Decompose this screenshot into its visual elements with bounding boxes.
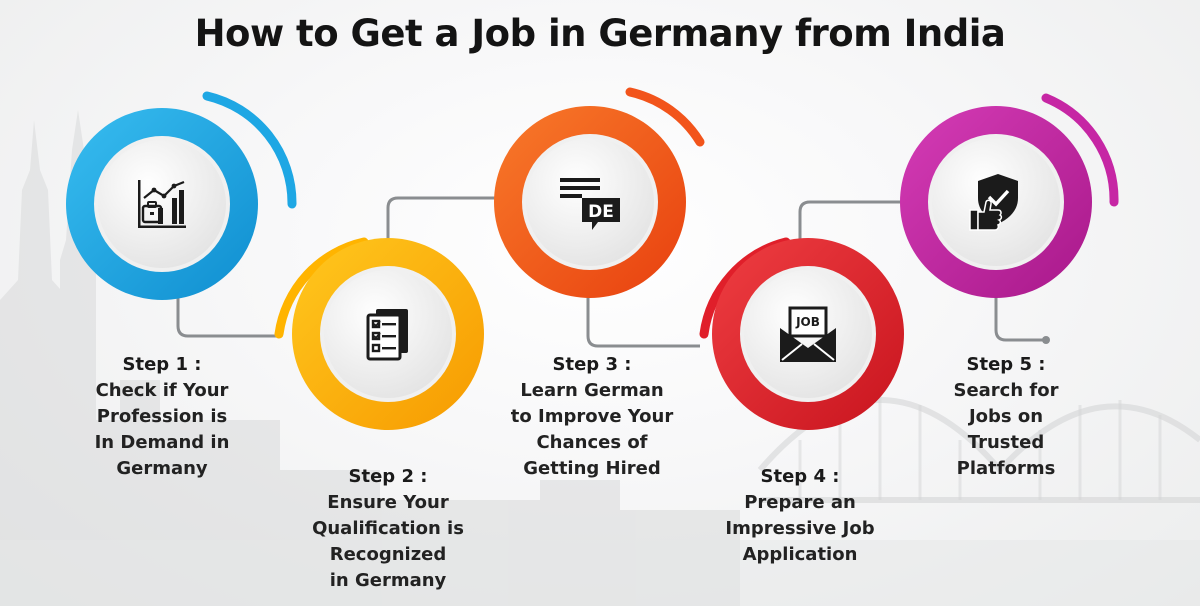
step-5-circle bbox=[896, 82, 1136, 322]
checklist-document-icon bbox=[338, 284, 438, 384]
connector-step4-5 bbox=[798, 200, 912, 240]
job-text: JOB bbox=[795, 315, 820, 329]
connector-step2-3 bbox=[386, 196, 498, 240]
step-5-description: Search for Jobs on Trusted Platforms bbox=[953, 380, 1059, 479]
step-4-label: Step 4 : bbox=[760, 466, 840, 487]
chart-briefcase-icon bbox=[112, 154, 212, 254]
step-3-description: Learn German to Improve Your Chances of … bbox=[510, 380, 674, 479]
step-1-text: Step 1 : Check if Your Profession is In … bbox=[72, 352, 252, 482]
language-chat-icon: DE bbox=[540, 152, 640, 252]
step-2-label: Step 2 : bbox=[348, 466, 428, 487]
step-4-description: Prepare an Impressive Job Application bbox=[725, 492, 875, 565]
step-4-circle: JOB bbox=[696, 224, 936, 464]
connector-step5 bbox=[994, 292, 1044, 342]
step-3-circle: DE bbox=[490, 82, 730, 322]
de-text: DE bbox=[588, 202, 614, 222]
connector-end-dot bbox=[1042, 336, 1050, 344]
step-3-text: Step 3 : Learn German to Improve Your Ch… bbox=[502, 352, 682, 482]
step-5-label: Step 5 : bbox=[966, 354, 1046, 375]
step-2-circle bbox=[274, 224, 514, 464]
step-3-label: Step 3 : bbox=[552, 354, 632, 375]
step-1-description: Check if Your Profession is In Demand in… bbox=[94, 380, 230, 479]
connector-step1 bbox=[176, 292, 282, 338]
connector-step3-4 bbox=[586, 292, 700, 348]
page-title: How to Get a Job in Germany from India bbox=[194, 12, 1006, 55]
step-2-description: Ensure Your Qualification is Recognized … bbox=[312, 492, 464, 591]
step-1-circle bbox=[60, 84, 300, 324]
shield-thumbs-up-icon bbox=[946, 152, 1046, 252]
step-1-label: Step 1 : bbox=[122, 354, 202, 375]
job-envelope-icon: JOB bbox=[758, 284, 858, 384]
step-2-text: Step 2 : Ensure Your Qualification is Re… bbox=[298, 464, 478, 594]
step-4-text: Step 4 : Prepare an Impressive Job Appli… bbox=[710, 464, 890, 568]
step-5-text: Step 5 : Search for Jobs on Trusted Plat… bbox=[916, 352, 1096, 482]
